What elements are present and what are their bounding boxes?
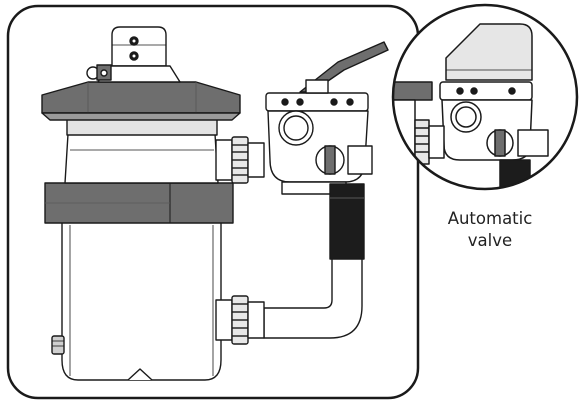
caption-line-1: Automatic (447, 209, 533, 228)
filter-lid-dome (41, 81, 241, 114)
inset-border (391, 3, 579, 191)
drain-plug (51, 335, 65, 355)
tank-foot (127, 368, 153, 381)
lower-union (215, 295, 265, 345)
caption-line-2: valve (467, 231, 513, 250)
automatic-actuator (445, 23, 533, 81)
filter-tank-lower (61, 221, 222, 381)
upper-union (215, 136, 265, 184)
sand-filter (41, 26, 389, 381)
multiport-valve (265, 41, 389, 195)
inset-caption: Automatic valve (425, 208, 555, 252)
air-release-valve (86, 64, 112, 81)
filter-tank-middle (64, 133, 219, 184)
vent-cap (111, 26, 167, 67)
black-hose (329, 183, 365, 260)
